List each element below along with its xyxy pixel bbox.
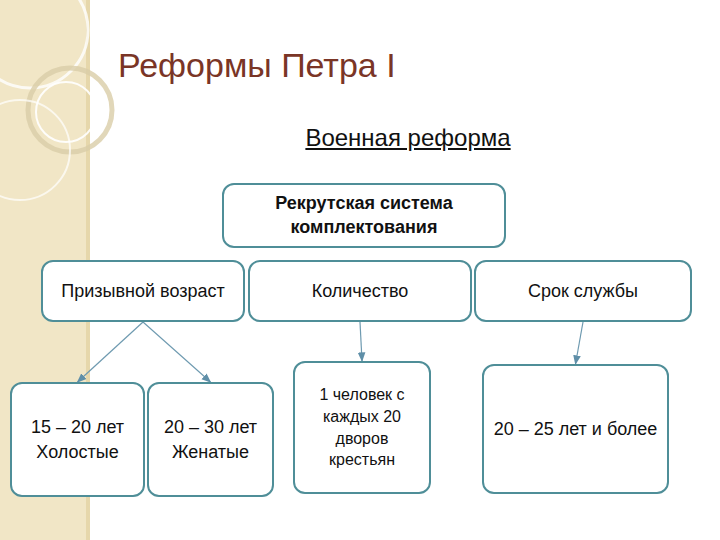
- connector-arrow: [143, 322, 211, 382]
- box-text: Количество: [312, 279, 409, 303]
- system-box: Рекрутская система комплектования: [222, 183, 506, 248]
- value-box: 1 человек с каждых 20 дворов крестьян: [293, 361, 431, 494]
- connector-arrow: [576, 322, 584, 364]
- connector-arrow: [360, 322, 362, 361]
- category-box: Призывной возраст: [41, 260, 245, 322]
- deco-circle: [28, 68, 112, 152]
- box-text: Рекрутская система комплектования: [230, 191, 498, 240]
- category-box: Количество: [248, 260, 472, 322]
- value-box: 20 – 30 лет Женатые: [147, 382, 274, 497]
- value-box: 20 – 25 лет и более: [482, 364, 669, 494]
- box-text: 20 – 25 лет и более: [494, 417, 658, 441]
- section-heading: Военная реформа: [240, 124, 576, 152]
- box-text: 15 – 20 лет Холостые: [18, 415, 137, 464]
- box-text: Срок службы: [528, 279, 638, 303]
- category-box: Срок службы: [474, 260, 692, 322]
- value-box: 15 – 20 лет Холостые: [10, 382, 145, 497]
- slide-title: Реформы Петра I: [118, 46, 396, 85]
- box-text: 20 – 30 лет Женатые: [155, 415, 266, 464]
- box-text: 1 человек с каждых 20 дворов крестьян: [301, 384, 423, 470]
- deco-circle: [0, 100, 70, 200]
- box-text: Призывной возраст: [61, 279, 224, 303]
- connector-arrow: [78, 322, 144, 382]
